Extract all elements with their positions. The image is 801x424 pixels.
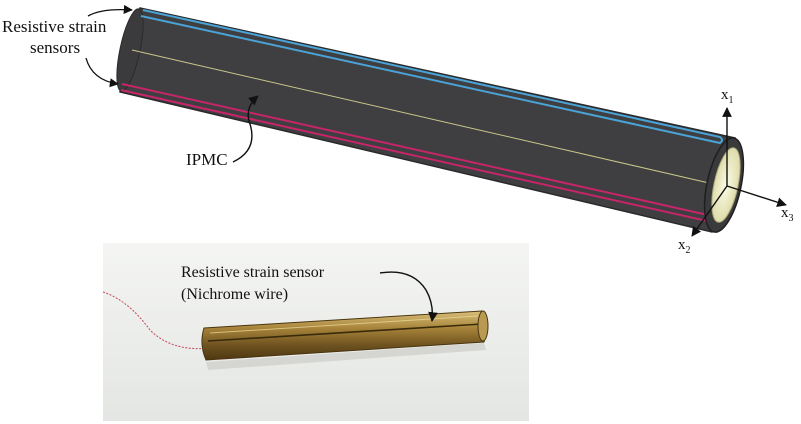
x3-label: x3 — [781, 205, 794, 224]
ipmc-label: IPMC — [186, 150, 228, 169]
photo-label-line2: (Nichrome wire) — [181, 286, 288, 303]
resistive-strain-label-line2: sensors — [30, 38, 80, 57]
photo-label-line1: Resistive strain sensor — [181, 264, 325, 281]
x2-label: x2 — [678, 237, 691, 256]
rod-end — [478, 311, 488, 341]
ipmc-tube — [111, 7, 750, 236]
sensor-callout-arrow-bottom — [86, 58, 118, 84]
sensor-callout-arrow-top — [88, 10, 132, 16]
x1-label: x1 — [721, 87, 734, 106]
resistive-strain-label-line1: Resistive strain — [2, 17, 107, 36]
